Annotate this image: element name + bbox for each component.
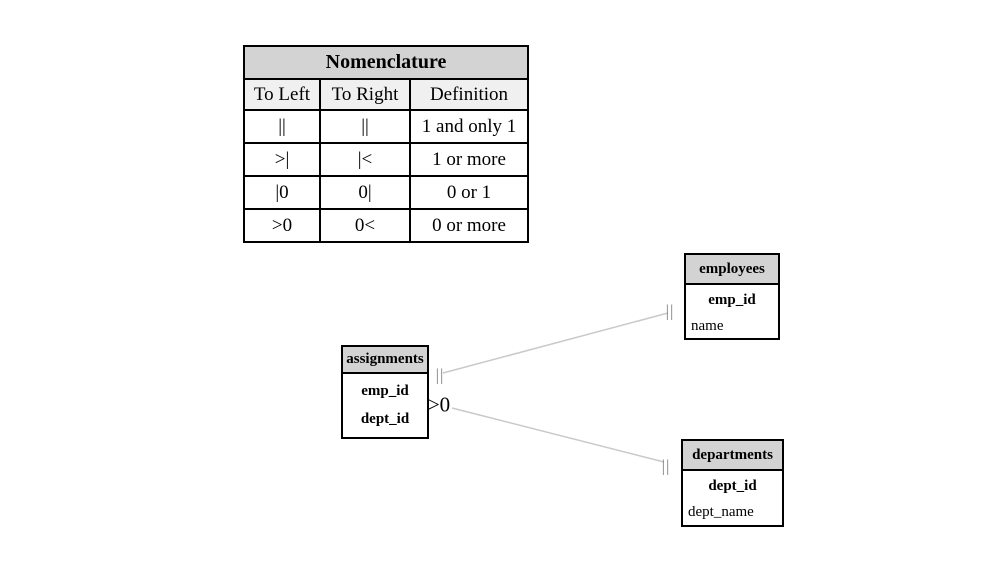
nomenclature-title: Nomenclature [243,45,529,80]
relationship-line-assignments-employees [442,312,669,374]
cardinality-marker-employees-side: || [665,301,675,321]
col-header-to-left: To Left [243,78,321,111]
nomenclature-cell: 0 or 1 [409,175,529,210]
entity-employees: employees emp_id name [684,253,780,340]
entity-field-emp-id: emp_id [361,383,409,399]
entity-departments-fields: dept_id dept_name [683,471,782,525]
table-row: >| |< 1 or more [243,142,529,177]
nomenclature-title-row: Nomenclature [243,45,529,80]
nomenclature-cell: >0 [243,208,321,243]
nomenclature-cell: 1 or more [409,142,529,177]
nomenclature-cell: 0 or more [409,208,529,243]
nomenclature-cell: >| [243,142,321,177]
nomenclature-cell: |0 [243,175,321,210]
entity-field-dept-name: dept_name [688,504,754,520]
cardinality-marker-assignments-side: >0 [427,392,451,417]
nomenclature-cell: 1 and only 1 [409,109,529,144]
table-row: || || 1 and only 1 [243,109,529,144]
entity-field-dept-id: dept_id [708,478,757,494]
cardinality-marker-departments-side: || [661,456,671,476]
nomenclature-cell: 0< [319,208,411,243]
entity-field-emp-id: emp_id [708,292,756,308]
nomenclature-cell: |< [319,142,411,177]
nomenclature-cell: || [243,109,321,144]
entity-assignments-title: assignments [343,347,427,374]
entity-field-name: name [691,318,724,334]
entity-employees-fields: emp_id name [686,285,778,339]
entity-employees-title: employees [686,255,778,285]
cardinality-marker-assignments-side: || [435,365,445,385]
table-row: |0 0| 0 or 1 [243,175,529,210]
nomenclature-header-row: To Left To Right Definition [243,78,529,111]
entity-departments-title: departments [683,441,782,471]
entity-field-dept-id: dept_id [360,411,410,427]
table-row: >0 0< 0 or more [243,208,529,243]
nomenclature-cell: 0| [319,175,411,210]
col-header-to-right: To Right [319,78,411,111]
entity-assignments: assignments emp_id dept_id [341,345,429,439]
nomenclature-cell: || [319,109,411,144]
entity-assignments-fields: emp_id dept_id [343,374,427,433]
col-header-definition: Definition [409,78,529,111]
nomenclature-table: Nomenclature To Left To Right Definition… [243,45,529,243]
entity-departments: departments dept_id dept_name [681,439,784,527]
relationship-line-assignments-departments [451,407,665,463]
